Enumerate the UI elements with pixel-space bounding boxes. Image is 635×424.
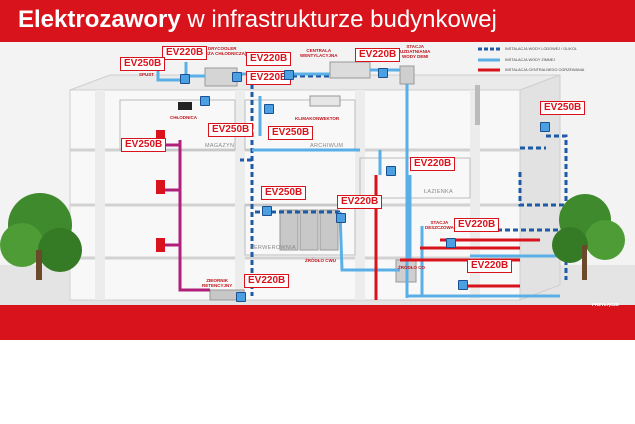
radiator [156, 180, 165, 194]
valve-callout-ev220b: EV220B [246, 52, 292, 66]
solenoid-valve-icon [264, 104, 274, 114]
fan-coil-label: KLIMAKONWEKTOR [295, 116, 340, 121]
column [470, 90, 480, 300]
connection-label: PRZYŁĄCZE [592, 302, 619, 307]
drain-label: SPUST [139, 72, 155, 77]
tree-foliage [0, 223, 44, 267]
solenoid-valve-icon [336, 213, 346, 223]
solenoid-valve-icon [446, 238, 456, 248]
server-rack [299, 209, 319, 251]
fan-coil-unit [309, 95, 341, 107]
room-serwerownia-box [244, 204, 356, 256]
valve-callout-ev250b: EV250B [261, 186, 307, 200]
cooler-label: CHŁODNICA [170, 115, 197, 120]
legend-item-cold: INSTALACJA WODY ZIMNEJ [505, 58, 556, 62]
valve-callout-ev220b: EV220B [355, 48, 401, 62]
legend-item-heating: INSTALACJA CENTRALNEGO OGRZEWANIA [505, 68, 585, 72]
room-serwerownia-label: SERWEROWNIA [250, 245, 296, 251]
ventilation-label: CENTRALA WENTYLACYJNA [300, 48, 338, 58]
solenoid-valve-icon [200, 96, 210, 106]
tree-foliage [585, 220, 625, 260]
valve-callout-ev220b: EV220B [410, 157, 456, 171]
solenoid-valve-icon [232, 72, 242, 82]
rain-station-label: STACJA DESZCZOWA [425, 220, 454, 230]
tree-foliage [38, 228, 82, 272]
valve-callout-ev250b: EV250B [268, 126, 314, 140]
server-rack [279, 209, 299, 251]
tree-trunk [582, 245, 587, 280]
solenoid-valve-icon [378, 68, 388, 78]
water-treatment-label: STACJA UZDATNIANIA WODY DEMI [400, 44, 431, 59]
chiller-black-unit [178, 102, 192, 110]
chimney [475, 85, 480, 125]
ventilation-unit [329, 61, 371, 79]
solenoid-valve-icon [236, 292, 246, 302]
valve-callout-ev220b: EV220B [337, 195, 383, 209]
valve-callout-ev220b: EV220B [244, 274, 290, 288]
valve-callout-ev250b: EV250B [121, 138, 167, 152]
retention-pipe [165, 140, 210, 292]
solenoid-valve-icon [262, 206, 272, 216]
valve-callout-ev250b: EV250B [120, 57, 166, 71]
server-rack [319, 209, 339, 251]
hot-water-source-label: ŹRÓDŁO CWU [305, 258, 336, 263]
column [235, 90, 245, 300]
building-roof [69, 74, 561, 91]
radiator [156, 238, 165, 252]
tree-foliage [552, 227, 588, 263]
page-title: Elektrozawory w infrastrukturze budynkow… [18, 6, 497, 34]
solenoid-valve-icon [540, 122, 550, 132]
solenoid-valve-icon [284, 70, 294, 80]
valve-callout-ev220b: EV220B [246, 71, 292, 85]
valve-callout-ev220b: EV220B [467, 259, 513, 273]
title-rest: w infrastrukturze budynkowej [180, 6, 497, 33]
valve-callout-ev250b: EV250B [540, 101, 586, 115]
building-side [519, 74, 561, 301]
valve-callout-ev220b: EV220B [454, 218, 500, 232]
title-banner [0, 0, 635, 42]
heating-pipe [374, 175, 540, 300]
valve-callout-ev220b: EV220B [162, 46, 208, 60]
title-bold: Elektrozawory [18, 6, 181, 33]
water-treatment-tank [399, 65, 415, 85]
heating-source-label: ŹRÓDŁO CO [398, 265, 425, 270]
solenoid-valve-icon [180, 74, 190, 84]
retention-tank-label: ZBIORNIK RETENCYJNY [202, 278, 233, 288]
room-lazienka-label: ŁAZIENKA [424, 189, 453, 195]
solenoid-valve-icon [386, 166, 396, 176]
valve-callout-ev250b: EV250B [208, 123, 254, 137]
room-archiwum-label: ARCHIWUM [310, 143, 344, 149]
legend-item-chilled: INSTALACJA WODY LODOWEJ / GLIKOL [505, 47, 578, 51]
solenoid-valve-icon [458, 280, 468, 290]
tree-trunk [36, 250, 42, 280]
footer-band [0, 302, 635, 340]
room-magazyn-label: MAGAZYN [205, 143, 235, 149]
chilled-pipe [240, 74, 568, 296]
column [95, 90, 105, 300]
